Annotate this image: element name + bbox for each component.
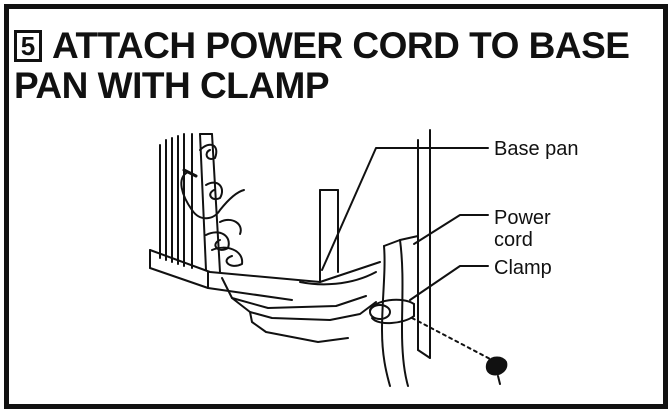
power-cord [381,239,409,387]
power-cord-label-line-2: cord [494,229,533,251]
step-number-badge: 5 [14,30,42,62]
base-pan-label: Base pan [494,138,579,160]
power-cord-leader [413,214,489,245]
screw [411,317,508,385]
power-cord-label-line-1: Power [494,207,551,229]
title-line-2: PAN WITH CLAMP [14,65,330,106]
wire-tie [182,168,198,178]
clamp-leader [409,265,489,301]
title-line-1: ATTACH POWER CORD TO BASE [52,25,630,66]
instruction-title: ATTACH POWER CORD TO BASE PAN WITH CLAMP [14,25,652,106]
cabinet-wall [399,129,431,359]
cord-clamp [369,298,415,324]
base-pan [149,189,381,343]
coil-wire [180,171,245,220]
base-pan-leader [321,147,489,271]
instruction-frame [4,4,668,409]
clamp-label: Clamp [494,257,552,279]
condenser-coil [159,133,244,273]
